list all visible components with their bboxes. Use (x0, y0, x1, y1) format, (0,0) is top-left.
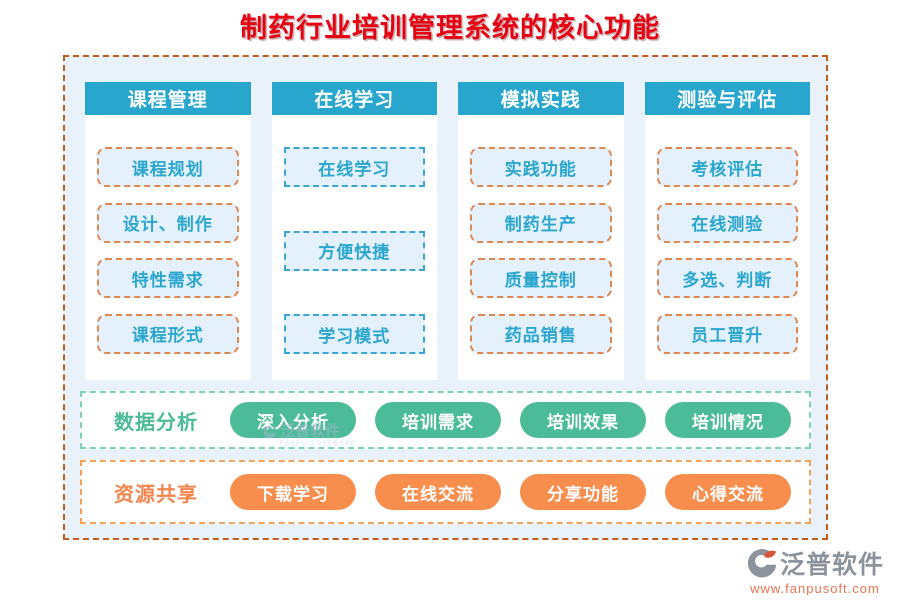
feature-box: 课程形式 (97, 313, 239, 354)
column-1: 课程管理课程规划设计、制作特性需求课程形式 (85, 82, 251, 380)
pill: 培训情况 (665, 402, 791, 438)
feature-box: 考核评估 (656, 147, 798, 187)
feature-box: 在线学习 (283, 147, 425, 187)
bottom-row-1: 数据分析 深入分析培训需求培训效果培训情况 (80, 391, 811, 449)
pill: 下载学习 (230, 474, 356, 510)
bottom-row-2: 资源共享 下载学习在线交流分享功能心得交流 (80, 460, 811, 524)
column-3: 模拟实践实践功能制药生产质量控制药品销售 (458, 82, 624, 380)
feature-box: 多选、判断 (656, 258, 798, 299)
feature-box: 方便快捷 (283, 230, 425, 271)
column-header: 在线学习 (271, 82, 437, 115)
main-panel: 课程管理课程规划设计、制作特性需求课程形式在线学习在线学习方便快捷学习模式模拟实… (63, 55, 828, 540)
pill: 分享功能 (520, 474, 646, 510)
pill: 深入分析 (230, 402, 356, 438)
feature-box: 质量控制 (470, 258, 612, 299)
column-4: 测验与评估考核评估在线测验多选、判断员工晋升 (644, 82, 810, 380)
columns: 课程管理课程规划设计、制作特性需求课程形式在线学习在线学习方便快捷学习模式模拟实… (85, 82, 810, 380)
feature-box: 制药生产 (470, 202, 612, 243)
row-label: 资源共享 (114, 483, 198, 506)
column-body: 考核评估在线测验多选、判断员工晋升 (644, 115, 810, 380)
column-header: 模拟实践 (458, 82, 624, 115)
feature-box: 员工晋升 (656, 313, 798, 354)
brand-footer: 泛普软件 www.fanpusoft.com (746, 545, 884, 596)
pill: 培训需求 (375, 402, 501, 438)
column-body: 课程规划设计、制作特性需求课程形式 (85, 115, 251, 380)
column-body: 实践功能制药生产质量控制药品销售 (458, 115, 624, 380)
row-label: 数据分析 (114, 411, 198, 434)
column-header: 测验与评估 (644, 82, 810, 115)
feature-box: 学习模式 (283, 314, 425, 354)
feature-box: 特性需求 (97, 258, 239, 299)
brand-url: www.fanpusoft.com (750, 581, 880, 596)
feature-box: 实践功能 (470, 147, 612, 187)
column-body: 在线学习方便快捷学习模式 (271, 115, 437, 380)
pills: 深入分析培训需求培训效果培训情况 (230, 402, 791, 438)
column-2: 在线学习在线学习方便快捷学习模式 (271, 82, 437, 380)
feature-box: 设计、制作 (97, 202, 239, 243)
feature-box: 在线测验 (656, 202, 798, 243)
column-header: 课程管理 (85, 82, 251, 115)
feature-box: 药品销售 (470, 313, 612, 354)
brand-name: 泛普软件 (779, 551, 884, 579)
fanpu-logo-icon (747, 549, 777, 578)
feature-box: 课程规划 (97, 147, 239, 187)
pill: 在线交流 (375, 474, 501, 510)
pill: 培训效果 (520, 402, 646, 438)
pills: 下载学习在线交流分享功能心得交流 (230, 474, 791, 510)
pill: 心得交流 (665, 474, 791, 510)
page-title: 制药行业培训管理系统的核心功能 (240, 13, 660, 43)
